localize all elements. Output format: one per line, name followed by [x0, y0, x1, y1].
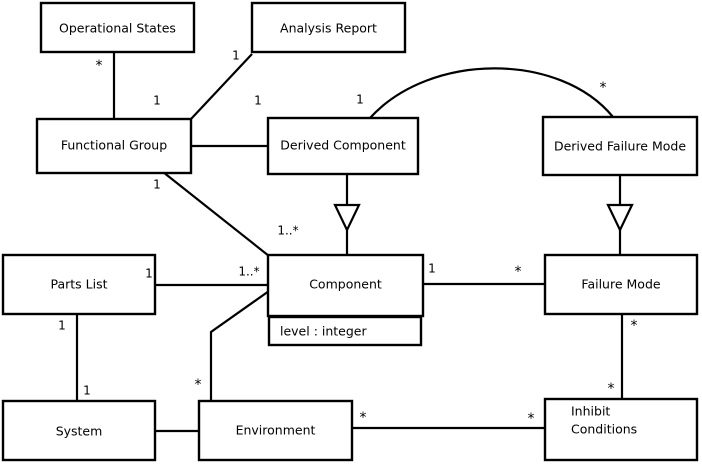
- generalizations-layer: [333, 174, 634, 256]
- class-label-system: System: [56, 424, 103, 439]
- class-box-inhibit-conditions[interactable]: [543, 397, 699, 462]
- class-attributes-compartment-component[interactable]: [267, 315, 423, 347]
- multiplicity-labels-layer: * 1 1 1 1 * 1 1..* 1 1..* 1 * 1 1 * * * …: [58, 49, 637, 428]
- class-box-derived-component[interactable]: [266, 116, 420, 176]
- multiplicity-partslist-system-top: 1: [58, 319, 66, 333]
- class-parts-list[interactable]: Parts List: [1, 253, 157, 316]
- class-component[interactable]: Component level : integer: [266, 253, 425, 347]
- class-label-derived-component: Derived Component: [280, 138, 406, 153]
- class-label-functional-group: Functional Group: [61, 138, 167, 153]
- multiplicity-environment-inhibit-left-star: *: [360, 410, 367, 426]
- multiplicity-component-failuremode-one: 1: [428, 262, 436, 276]
- class-box-component[interactable]: [266, 253, 425, 318]
- associations-layer: [75, 52, 624, 433]
- generalization-triangle-derived-failure-mode[interactable]: [606, 203, 634, 233]
- class-box-environment[interactable]: [197, 399, 354, 462]
- class-box-functional-group[interactable]: [35, 117, 193, 175]
- multiplicity-functionalgroup-component-one: 1: [153, 178, 161, 192]
- class-functional-group[interactable]: Functional Group: [35, 117, 193, 175]
- association-component-environment[interactable]: [209, 290, 270, 401]
- class-label-failure-mode: Failure Mode: [581, 277, 660, 292]
- generalization-triangle-derived-component[interactable]: [333, 203, 361, 233]
- class-failure-mode[interactable]: Failure Mode: [543, 253, 699, 316]
- association-functional-group-component[interactable]: [162, 171, 270, 257]
- class-derived-failure-mode[interactable]: Derived Failure Mode: [541, 115, 699, 177]
- multiplicity-derivedcomponent-left: 1: [254, 94, 262, 108]
- multiplicity-failuremode-inhibit-bottom-star: *: [608, 381, 615, 397]
- multiplicity-environment-inhibit-right-star: *: [528, 411, 535, 427]
- association-derived-component-derived-failure-mode[interactable]: [369, 67, 614, 119]
- class-derived-component[interactable]: Derived Component: [266, 116, 420, 176]
- association-analysis-report-functional-group[interactable]: [190, 53, 253, 120]
- multiplicity-failuremode-inhibit-top-star: *: [631, 318, 638, 334]
- class-box-failure-mode[interactable]: [543, 253, 699, 316]
- class-label-parts-list: Parts List: [50, 277, 107, 292]
- multiplicity-component-environment-star: *: [195, 377, 202, 393]
- class-box-system[interactable]: [1, 399, 157, 462]
- class-label-operational-states: Operational States: [59, 21, 176, 36]
- class-label-inhibit-conditions-line1: Inhibit: [571, 404, 610, 419]
- multiplicity-curve-right-star: *: [600, 80, 607, 96]
- class-label-environment: Environment: [236, 423, 316, 438]
- multiplicity-partslist-one: 1: [145, 267, 153, 281]
- class-box-operational-states[interactable]: [39, 1, 196, 54]
- multiplicity-analysisreport-near: 1: [232, 49, 240, 63]
- class-inhibit-conditions[interactable]: Inhibit Conditions: [543, 397, 699, 462]
- class-label-component: Component: [309, 277, 382, 292]
- class-system[interactable]: System: [1, 399, 157, 462]
- multiplicity-component-failuremode-star: *: [515, 264, 522, 280]
- multiplicity-opstates-star: *: [96, 58, 103, 74]
- class-attribute-component-level: level : integer: [280, 324, 367, 339]
- class-label-inhibit-conditions-line2: Conditions: [571, 422, 637, 437]
- class-box-parts-list[interactable]: [1, 253, 157, 316]
- multiplicity-partslist-component-many: 1..*: [238, 265, 259, 279]
- multiplicity-partslist-system-bottom: 1: [83, 384, 91, 398]
- multiplicity-functionalgroup-component-many: 1..*: [277, 224, 298, 238]
- class-analysis-report[interactable]: Analysis Report: [250, 1, 407, 54]
- class-box-derived-failure-mode[interactable]: [541, 115, 699, 177]
- class-label-derived-failure-mode: Derived Failure Mode: [554, 139, 686, 154]
- class-box-analysis-report[interactable]: [250, 1, 407, 54]
- multiplicity-analysisreport-far: 1: [153, 94, 161, 108]
- class-operational-states[interactable]: Operational States: [39, 1, 196, 54]
- multiplicity-curve-left-one: 1: [356, 93, 364, 107]
- class-environment[interactable]: Environment: [197, 399, 354, 462]
- class-label-analysis-report: Analysis Report: [280, 21, 377, 36]
